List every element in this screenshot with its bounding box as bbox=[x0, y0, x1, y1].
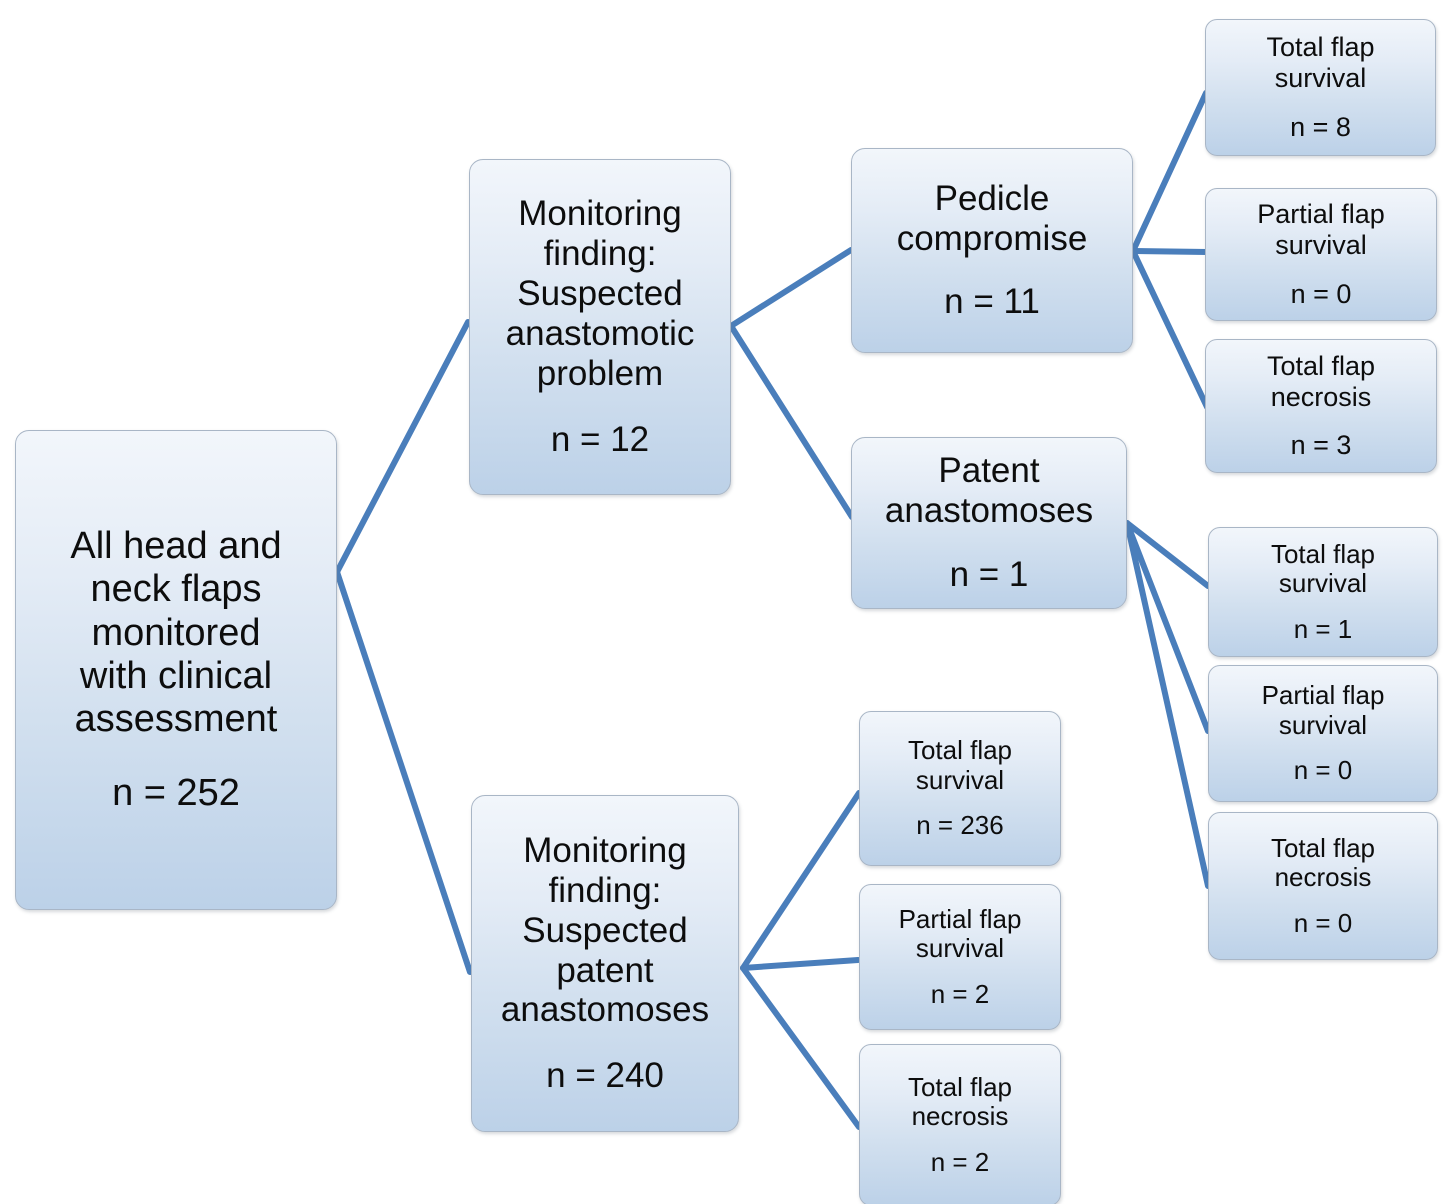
edge-root-to-suspected-anastomotic bbox=[334, 319, 471, 575]
node-pedicle-total-survival-count: n = 8 bbox=[1290, 111, 1351, 142]
node-pedicle-total-survival[interactable]: Total flap survival n = 8 bbox=[1205, 19, 1436, 156]
edge-patent-to-total-survival bbox=[1124, 520, 1211, 589]
node-suspected-patent[interactable]: Monitoring finding: Suspected patent ana… bbox=[471, 795, 739, 1132]
edge-patent-to-partial-survival bbox=[1124, 520, 1211, 734]
node-suspected-patent-partial-survival-title: Partial flap survival bbox=[898, 903, 1022, 964]
node-patent-partial-survival-count: n = 0 bbox=[1293, 755, 1353, 786]
edge-pedicle-to-total-necrosis bbox=[1130, 248, 1210, 410]
node-pedicle-total-necrosis-count: n = 3 bbox=[1290, 430, 1352, 461]
node-suspected-anastomotic-count: n = 12 bbox=[550, 419, 650, 459]
node-patent-total-survival-title: Total flap survival bbox=[1270, 538, 1376, 599]
node-suspected-patent-total-necrosis-count: n = 2 bbox=[930, 1146, 990, 1177]
node-pedicle-total-necrosis-title: Total flap necrosis bbox=[1266, 350, 1376, 412]
edge-pedicle-to-partial-survival bbox=[1130, 248, 1210, 255]
node-patent-total-necrosis-count: n = 0 bbox=[1293, 907, 1353, 938]
node-suspected-patent-partial-survival-count: n = 2 bbox=[930, 978, 990, 1009]
node-suspected-patent-partial-survival[interactable]: Partial flap survival n = 2 bbox=[859, 884, 1061, 1030]
edge-pedicle-to-total-survival bbox=[1130, 90, 1209, 254]
edge-anastomotic-to-patent bbox=[728, 323, 855, 520]
edge-suspected-patent-to-total-survival bbox=[740, 790, 862, 971]
node-pedicle-total-necrosis[interactable]: Total flap necrosis n = 3 bbox=[1205, 339, 1437, 473]
edge-anastomotic-to-pedicle bbox=[728, 247, 854, 329]
node-suspected-patent-total-survival[interactable]: Total flap survival n = 236 bbox=[859, 711, 1061, 866]
node-patent-total-necrosis[interactable]: Total flap necrosis n = 0 bbox=[1208, 812, 1438, 960]
node-suspected-patent-total-survival-title: Total flap survival bbox=[907, 735, 1013, 795]
node-pedicle-total-survival-title: Total flap survival bbox=[1266, 32, 1375, 94]
node-pedicle-partial-survival-count: n = 0 bbox=[1290, 278, 1352, 309]
node-root-count: n = 252 bbox=[112, 771, 240, 814]
edge-suspected-patent-to-partial-survival bbox=[740, 957, 861, 971]
node-patent-total-survival-count: n = 1 bbox=[1293, 613, 1353, 644]
node-patent-total-necrosis-title: Total flap necrosis bbox=[1270, 832, 1376, 893]
node-suspected-patent-total-necrosis[interactable]: Total flap necrosis n = 2 bbox=[859, 1044, 1061, 1204]
node-patent-partial-survival[interactable]: Partial flap survival n = 0 bbox=[1208, 665, 1438, 802]
node-patent-partial-survival-title: Partial flap survival bbox=[1261, 680, 1385, 740]
node-patent-anastomoses-count: n = 1 bbox=[949, 554, 1029, 594]
node-pedicle-compromise-title: Pedicle compromise bbox=[896, 178, 1088, 258]
node-suspected-anastomotic-title: Monitoring finding: Suspected anastomoti… bbox=[505, 194, 695, 393]
node-root[interactable]: All head and neck flaps monitored with c… bbox=[15, 430, 337, 910]
node-pedicle-compromise-count: n = 11 bbox=[944, 282, 1040, 322]
node-suspected-patent-total-necrosis-title: Total flap necrosis bbox=[907, 1071, 1013, 1132]
node-pedicle-partial-survival-title: Partial flap survival bbox=[1257, 199, 1385, 261]
edge-suspected-patent-to-total-necrosis bbox=[740, 965, 862, 1130]
node-suspected-patent-title: Monitoring finding: Suspected patent ana… bbox=[500, 830, 710, 1030]
node-pedicle-compromise[interactable]: Pedicle compromise n = 11 bbox=[851, 148, 1133, 353]
node-suspected-patent-total-survival-count: n = 236 bbox=[916, 810, 1004, 841]
node-patent-total-survival[interactable]: Total flap survival n = 1 bbox=[1208, 527, 1438, 657]
node-suspected-anastomotic[interactable]: Monitoring finding: Suspected anastomoti… bbox=[469, 159, 731, 495]
node-patent-anastomoses[interactable]: Patent anastomoses n = 1 bbox=[851, 437, 1127, 609]
edge-root-to-suspected-patent bbox=[334, 569, 473, 975]
node-suspected-patent-count: n = 240 bbox=[546, 1056, 664, 1096]
node-patent-anastomoses-title: Patent anastomoses bbox=[884, 451, 1094, 531]
edge-patent-to-total-necrosis bbox=[1124, 520, 1211, 889]
node-pedicle-partial-survival[interactable]: Partial flap survival n = 0 bbox=[1205, 188, 1437, 321]
node-root-title: All head and neck flaps monitored with c… bbox=[70, 525, 282, 741]
